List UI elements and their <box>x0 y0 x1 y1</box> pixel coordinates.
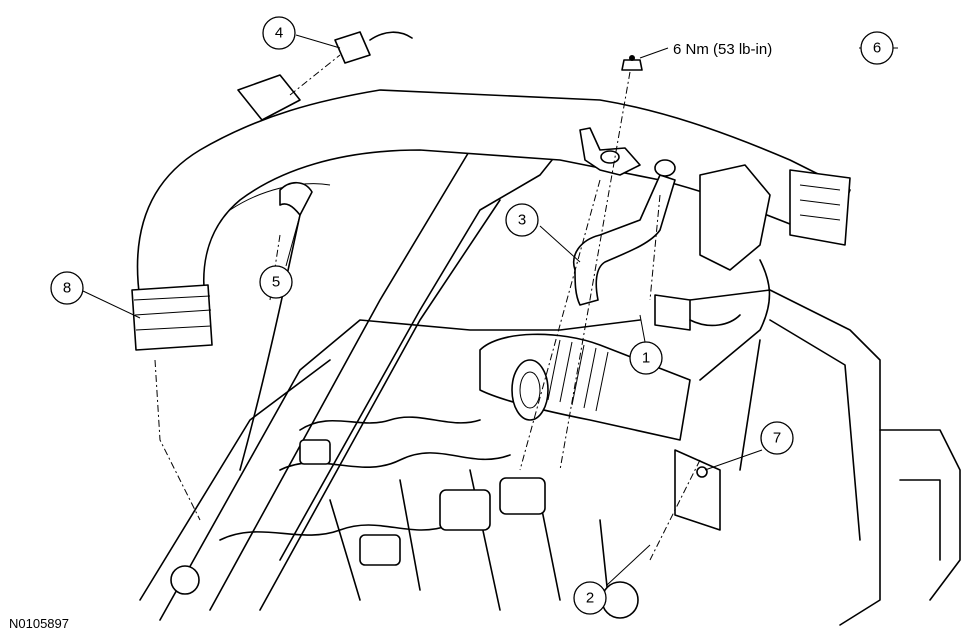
callout-7-label: 7 <box>773 430 781 447</box>
callout-2-label: 2 <box>586 590 594 607</box>
callout-2: 2 <box>573 581 607 615</box>
sensor-connector-4 <box>237 31 413 121</box>
hose-3 <box>573 159 676 306</box>
callout-8-label: 8 <box>63 280 71 297</box>
callout-6-label: 6 <box>873 40 881 57</box>
callout-4-label: 4 <box>275 25 283 42</box>
upper-air-hose <box>131 89 851 441</box>
callout-3-label: 3 <box>518 212 526 229</box>
engine-outline <box>139 134 961 626</box>
vent-hose-5 <box>239 181 313 471</box>
callout-6: 6 <box>860 31 894 65</box>
bracket-6 <box>579 55 643 176</box>
callout-4: 4 <box>262 16 296 50</box>
figure-code: N0105897 <box>9 616 69 631</box>
callout-1: 1 <box>629 341 663 375</box>
air-sensor-housing <box>654 164 851 531</box>
assembly-lines <box>154 71 701 561</box>
callout-5: 5 <box>259 265 293 299</box>
callout-8: 8 <box>50 271 84 305</box>
callout-7: 7 <box>760 421 794 455</box>
torque-spec-label: 6 Nm (53 lb-in) <box>673 41 772 58</box>
callout-3: 3 <box>505 203 539 237</box>
callout-1-label: 1 <box>642 350 650 367</box>
callout-5-label: 5 <box>272 274 280 291</box>
